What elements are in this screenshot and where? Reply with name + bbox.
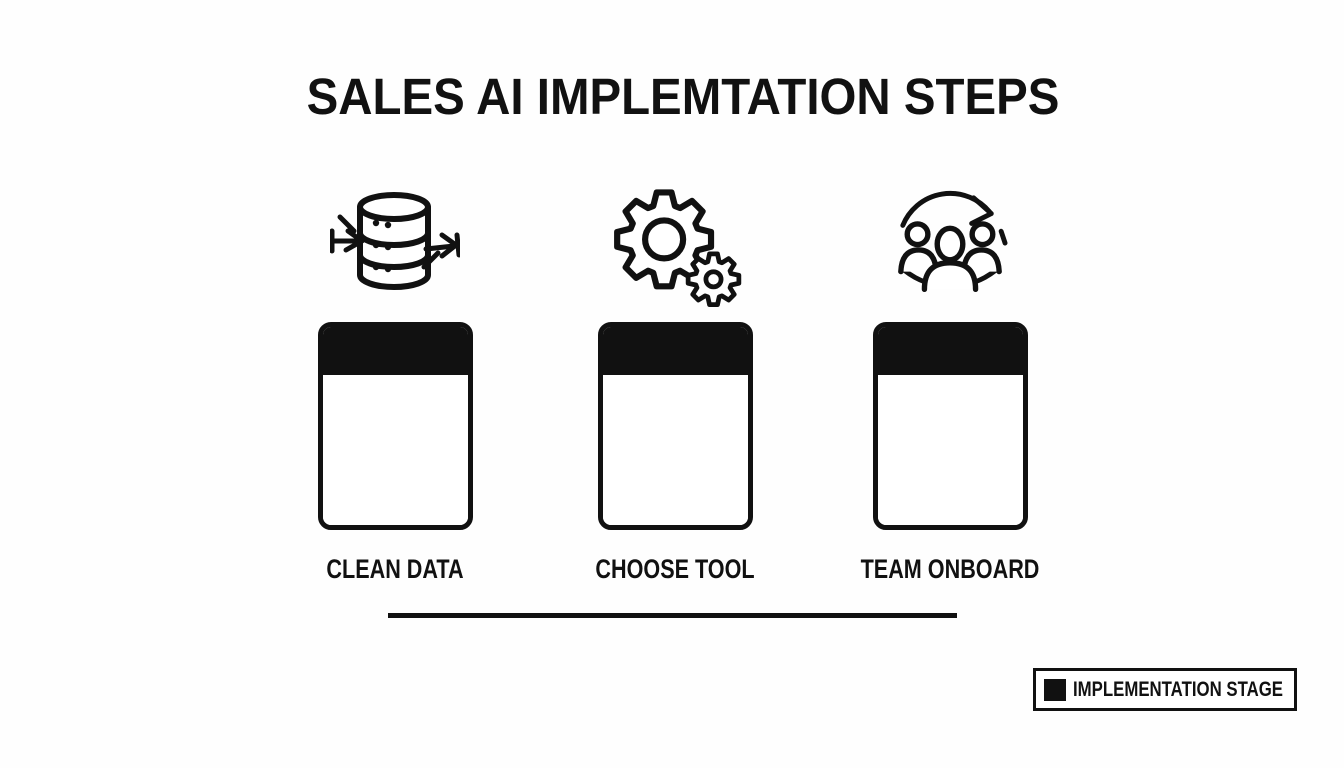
stage-card-body xyxy=(602,375,748,525)
step-label: CLEAN DATA xyxy=(326,554,464,584)
legend-swatch xyxy=(1044,678,1066,701)
stage-card-header xyxy=(322,327,468,375)
legend: IMPLEMENTATION STAGE xyxy=(1033,668,1297,711)
stage-card xyxy=(317,322,473,530)
divider-line xyxy=(388,613,957,618)
gears-icon xyxy=(555,184,795,310)
database-clean-icon xyxy=(275,184,515,310)
step-label: CHOOSE TOOL xyxy=(595,554,755,584)
stage-card-header xyxy=(877,327,1023,375)
legend-label: IMPLEMENTATION STAGE xyxy=(1073,678,1283,701)
stage-card-header xyxy=(602,327,748,375)
step-clean-data: CLEAN DATA xyxy=(275,184,515,583)
step-choose-tool: CHOOSE TOOL xyxy=(555,184,795,583)
stage-card xyxy=(597,322,753,530)
page-title: SALES AI IMPLEMTATION STEPS xyxy=(306,68,1060,125)
stage-card-body xyxy=(877,375,1023,525)
stage-card xyxy=(872,322,1028,530)
step-team-onboard: TEAM ONBOARD xyxy=(830,184,1070,583)
stage-card-body xyxy=(322,375,468,525)
step-label: TEAM ONBOARD xyxy=(860,554,1040,584)
team-cycle-icon xyxy=(830,184,1070,310)
